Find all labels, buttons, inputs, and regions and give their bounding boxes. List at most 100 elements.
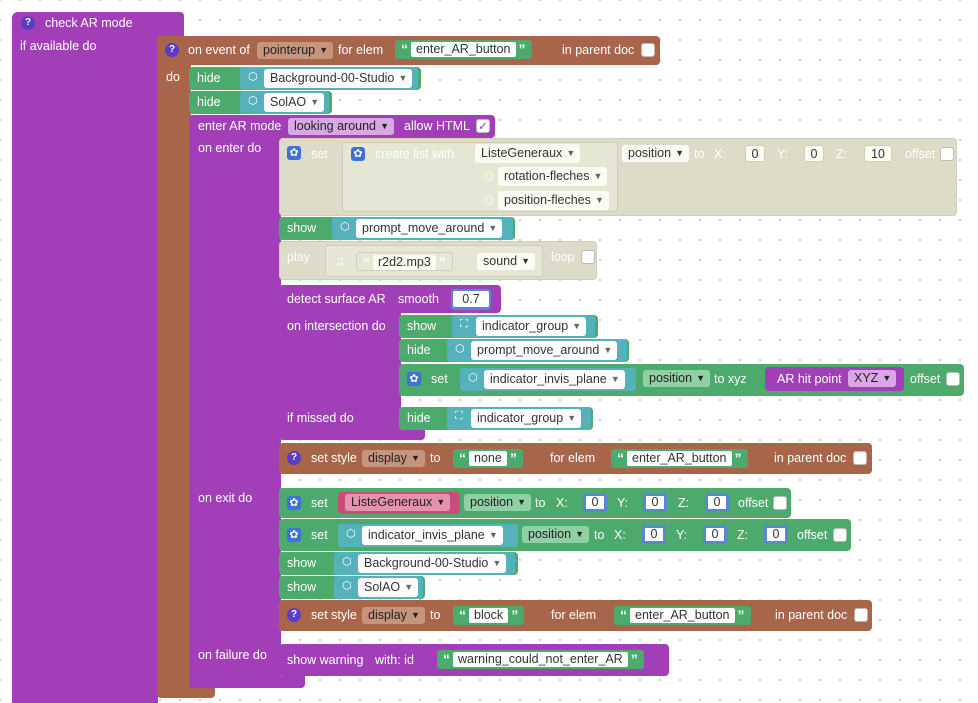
quote-open-icon: “ xyxy=(401,41,408,57)
warning-id-value[interactable]: warning_could_not_enter_AR xyxy=(453,652,628,667)
object-name: indicator_invis_plane xyxy=(490,372,607,386)
group-dropdown[interactable]: indicator_group▼ xyxy=(471,409,582,428)
list-item-dropdown[interactable]: rotation-fleches▼ xyxy=(498,167,608,186)
style-value[interactable]: block xyxy=(469,608,509,623)
kind-dropdown[interactable]: sound▼ xyxy=(477,253,536,270)
to-label: to xyxy=(430,608,441,622)
style-prop-dropdown[interactable]: display▼ xyxy=(362,607,425,624)
in-parent-doc-checkbox[interactable] xyxy=(641,43,655,57)
help-icon[interactable]: ? xyxy=(287,451,301,465)
smooth-value-block[interactable]: 0.7 xyxy=(451,289,491,310)
chevron-down-icon: ▼ xyxy=(398,73,408,83)
cube-icon: ⬡ xyxy=(484,195,494,207)
warning-id-block[interactable]: “warning_could_not_enter_AR” xyxy=(437,650,644,669)
y-field[interactable]: 0 xyxy=(703,525,727,544)
hide-label: hide xyxy=(197,71,221,85)
object-dropdown[interactable]: indicator_invis_plane▼ xyxy=(362,526,503,545)
property-value: position xyxy=(528,527,572,541)
x-field[interactable]: 0 xyxy=(583,493,607,512)
property-dropdown[interactable]: position▼ xyxy=(622,145,690,162)
elem-string-value[interactable]: enter_AR_button xyxy=(411,42,516,57)
help-icon[interactable]: ? xyxy=(21,16,35,30)
check-ar-mode-block[interactable] xyxy=(12,12,184,38)
list-item-dropdown[interactable]: position-fleches▼ xyxy=(498,191,609,210)
mode-dropdown[interactable]: looking around▼ xyxy=(288,118,395,135)
z-field[interactable]: 10 xyxy=(864,145,892,162)
object-block[interactable]: prompt_move_around▼ ⬡ xyxy=(332,217,513,240)
group-block[interactable]: indicator_group▼ ⛶ xyxy=(447,407,591,430)
create-list-with-label: create list with xyxy=(375,147,455,161)
elem-string-value[interactable]: enter_AR_button xyxy=(630,608,735,623)
for-elem-label: for elem xyxy=(550,451,596,465)
offset-checkbox[interactable] xyxy=(773,496,787,510)
elem-string-block[interactable]: “enter_AR_button” xyxy=(614,606,751,625)
elem-string-value[interactable]: enter_AR_button xyxy=(627,451,732,466)
list-item-dropdown[interactable]: ListeGeneraux▼ xyxy=(475,144,581,163)
loop-checkbox[interactable] xyxy=(581,250,595,264)
z-field[interactable]: 0 xyxy=(764,525,788,544)
to-label: to xyxy=(535,496,546,510)
show-label: show xyxy=(287,580,317,594)
quote-close-icon: ” xyxy=(511,607,519,623)
group-block[interactable]: indicator_group▼ ⛶ xyxy=(452,315,595,338)
property-dropdown[interactable]: position▼ xyxy=(522,526,590,543)
object-dropdown[interactable]: prompt_move_around▼ xyxy=(356,219,503,238)
object-block[interactable]: indicator_invis_plane▼ ⬡ xyxy=(460,368,636,391)
elem-string-block[interactable]: “enter_AR_button” xyxy=(395,40,532,59)
property-dropdown[interactable]: position▼ xyxy=(464,494,532,511)
list-item-name: position-fleches xyxy=(504,193,591,207)
x-field[interactable]: 0 xyxy=(642,525,666,544)
object-block[interactable]: prompt_move_around▼ ⬡ xyxy=(447,339,627,362)
y-field[interactable]: 0 xyxy=(643,493,667,512)
help-icon[interactable]: ? xyxy=(287,608,301,622)
in-parent-doc-label: in parent doc xyxy=(775,608,848,622)
y-field[interactable]: 0 xyxy=(804,145,824,162)
file-value[interactable]: r2d2.mp3 xyxy=(373,255,436,270)
object-block[interactable]: Background-00-Studio▼ ⬡ xyxy=(240,67,418,90)
y-label: Y: xyxy=(777,147,789,161)
object-dropdown[interactable]: SolAO▼ xyxy=(264,93,325,112)
set-label: set xyxy=(431,372,448,386)
elem-string-block[interactable]: “enter_AR_button” xyxy=(611,449,748,468)
offset-checkbox[interactable] xyxy=(946,372,960,386)
help-icon[interactable]: ? xyxy=(165,43,179,57)
smooth-value[interactable]: 0.7 xyxy=(453,291,489,307)
object-block[interactable]: SolAO▼ ⬡ xyxy=(334,576,423,599)
object-dropdown[interactable]: Background-00-Studio▼ xyxy=(264,69,413,88)
in-parent-doc-checkbox[interactable] xyxy=(854,608,868,622)
x-field[interactable]: 0 xyxy=(745,145,765,162)
on-event-label: on event of xyxy=(188,43,250,57)
allow-html-checkbox[interactable]: ✓ xyxy=(476,119,490,133)
z-field[interactable]: 0 xyxy=(705,493,729,512)
offset-checkbox[interactable] xyxy=(940,147,954,161)
detect-surface-body xyxy=(279,311,401,436)
object-name: prompt_move_around xyxy=(362,221,485,235)
group-icon: ⛶ xyxy=(455,410,463,422)
object-dropdown[interactable]: indicator_invis_plane▼ xyxy=(484,370,625,389)
style-value-block[interactable]: “block” xyxy=(453,606,525,625)
object-block[interactable]: Background-00-Studio▼ ⬡ xyxy=(334,552,515,575)
ar-hit-point-label: AR hit point xyxy=(777,372,842,386)
property-dropdown[interactable]: position▼ xyxy=(643,370,711,387)
object-dropdown[interactable]: SolAO▼ xyxy=(358,578,419,597)
property-value: position xyxy=(628,146,672,160)
style-value[interactable]: none xyxy=(469,451,507,466)
object-dropdown[interactable]: Background-00-Studio▼ xyxy=(358,554,507,573)
file-string-block[interactable]: “r2d2.mp3” xyxy=(356,252,453,271)
in-parent-doc-checkbox[interactable] xyxy=(853,451,867,465)
xyz-dropdown[interactable]: XYZ▼ xyxy=(848,370,897,387)
object-dropdown[interactable]: prompt_move_around▼ xyxy=(471,341,618,360)
object-block[interactable]: indicator_invis_plane▼ ⬡ xyxy=(338,524,518,547)
check-ar-mode-body xyxy=(12,36,158,703)
style-value-block[interactable]: “none” xyxy=(453,449,523,468)
in-parent-doc-label: in parent doc xyxy=(774,451,847,465)
y-label: Y: xyxy=(676,528,688,542)
offset-checkbox[interactable] xyxy=(833,528,847,542)
variable-dropdown[interactable]: ListeGeneraux▼ xyxy=(345,494,451,511)
group-dropdown[interactable]: indicator_group▼ xyxy=(476,317,587,336)
object-block[interactable]: SolAO▼ ⬡ xyxy=(240,91,329,114)
z-label: Z: xyxy=(836,147,848,161)
style-prop-dropdown[interactable]: display▼ xyxy=(362,450,425,467)
event-dropdown[interactable]: pointerup▼ xyxy=(257,42,334,59)
set-label: set xyxy=(311,496,328,510)
